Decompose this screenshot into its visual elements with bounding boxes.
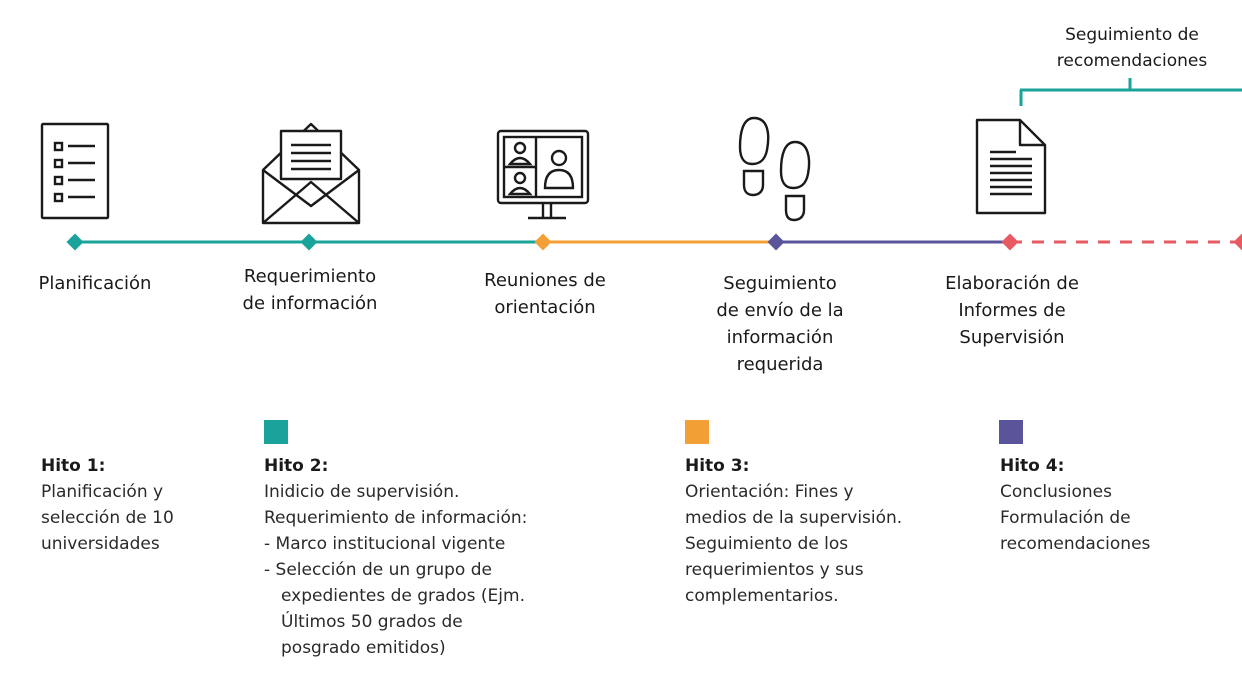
bracket-title: Seguimiento de recomendaciones	[1020, 22, 1242, 74]
hito-line: recomendaciones	[1000, 534, 1151, 554]
stage-label-line: Supervisión	[959, 327, 1065, 348]
video-meeting-icon	[496, 129, 590, 220]
timeline-marker-4	[767, 233, 785, 251]
timeline-marker-6	[1233, 233, 1242, 251]
hito-3-swatch	[685, 420, 709, 444]
stage-label-line: orientación	[494, 297, 596, 318]
hito-line: Seguimiento de los	[685, 534, 849, 554]
hito-bullet-continuation: posgrado emitidos)	[281, 638, 446, 658]
stage-label-line: de envío de la	[716, 300, 844, 321]
stage-label-line: Elaboración de	[945, 273, 1079, 294]
hito-title: Hito 3:	[685, 456, 750, 476]
timeline-marker-2	[300, 233, 318, 251]
stage-label-line: información	[726, 327, 834, 348]
stage-label-line: Requerimiento	[243, 266, 377, 287]
stage-label-line: requerida	[736, 354, 824, 375]
hito-bullet: - Selección de un grupo de	[264, 560, 492, 580]
envelope-icon	[261, 122, 361, 225]
hito-2-swatch	[264, 420, 288, 444]
hito-line: Planificación y	[41, 482, 164, 502]
hito-title: Hito 4:	[1000, 456, 1065, 476]
timeline-marker-1	[66, 233, 84, 251]
hito-line: complementarios.	[685, 586, 839, 606]
timeline-marker-5	[1001, 233, 1019, 251]
document-icon	[975, 118, 1047, 215]
hito-line: Orientación: Fines y	[685, 482, 854, 502]
stage-label-line: de información	[242, 293, 378, 314]
hito-bullet: - Marco institucional vigente	[264, 534, 506, 554]
hito-line: Conclusiones	[1000, 482, 1112, 502]
hito-bullet-continuation: Últimos 50 grados de	[281, 612, 463, 632]
stage-label-line: Reuniones de	[484, 270, 606, 291]
stage-label-1: Planificación	[20, 270, 170, 297]
hito-3: Hito 3: Orientación: Fines y medios de l…	[685, 453, 975, 609]
hito-line: Formulación de	[1000, 508, 1131, 528]
recommendations-bracket	[1019, 78, 1242, 106]
hito-line: Requerimiento de información:	[264, 508, 528, 528]
timeline-marker-3	[534, 233, 552, 251]
stage-label-5: Elaboración de Informes de Supervisión	[922, 270, 1102, 351]
bracket-title-line-2: recomendaciones	[1056, 51, 1208, 71]
checklist-icon	[40, 122, 110, 220]
hito-4: Hito 4: Conclusiones Formulación de reco…	[1000, 453, 1230, 557]
bracket-title-line-1: Seguimiento de	[1065, 25, 1199, 45]
stage-label-line: Planificación	[38, 273, 152, 294]
hito-4-swatch	[999, 420, 1023, 444]
stage-label-line: Seguimiento	[723, 273, 837, 294]
hito-line: requerimientos y sus	[685, 560, 864, 580]
hito-title: Hito 1:	[41, 456, 106, 476]
stage-label-3: Reuniones de orientación	[460, 267, 630, 321]
hito-1: Hito 1: Planificación y selección de 10 …	[41, 453, 241, 557]
hito-line: selección de 10	[41, 508, 174, 528]
hito-2: Hito 2: Inidicio de supervisión. Requeri…	[264, 453, 664, 661]
hito-line: medios de la supervisión.	[685, 508, 903, 528]
hito-bullet-continuation: expedientes de grados (Ejm.	[281, 586, 525, 606]
stage-label-4: Seguimiento de envío de la información r…	[695, 270, 865, 378]
hito-line: universidades	[41, 534, 160, 554]
hito-title: Hito 2:	[264, 456, 329, 476]
footprints-icon	[738, 116, 811, 222]
stage-label-line: Informes de	[958, 300, 1066, 321]
stage-label-2: Requerimiento de información	[225, 263, 395, 317]
hito-line: Inidicio de supervisión.	[264, 482, 460, 502]
